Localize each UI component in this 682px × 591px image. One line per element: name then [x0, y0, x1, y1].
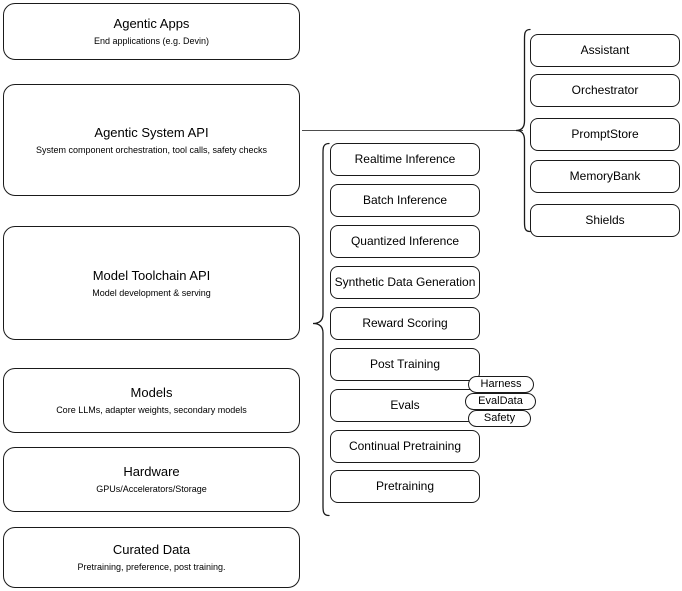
chip-synthetic-data-generation[interactable]: Synthetic Data Generation [330, 266, 480, 299]
chip-label: Realtime Inference [354, 152, 456, 166]
connector-line-agentic-system [302, 130, 523, 131]
chip-assistant[interactable]: Assistant [530, 34, 680, 67]
chip-label: Assistant [580, 43, 630, 57]
pill-safety[interactable]: Safety [468, 410, 531, 427]
chip-batch-inference[interactable]: Batch Inference [330, 184, 480, 217]
layer-title: Hardware [123, 464, 180, 479]
layer-title: Agentic Apps [113, 16, 190, 31]
pill-harness[interactable]: Harness [468, 376, 534, 393]
chip-label: Quantized Inference [350, 234, 460, 248]
chip-label: Shields [585, 213, 625, 227]
chip-label: Batch Inference [362, 193, 448, 207]
pill-label: Safety [483, 412, 516, 424]
layer-card-agentic-apps[interactable]: Agentic Apps End applications (e.g. Devi… [3, 3, 300, 60]
brace-model-toolchain-components [312, 142, 330, 517]
chip-pretraining[interactable]: Pretraining [330, 470, 480, 503]
layer-title: Agentic System API [94, 124, 209, 140]
chip-orchestrator[interactable]: Orchestrator [530, 74, 680, 107]
pill-evaldata[interactable]: EvalData [465, 393, 536, 410]
chip-label: PromptStore [571, 127, 639, 141]
chip-realtime-inference[interactable]: Realtime Inference [330, 143, 480, 176]
layer-subtitle: Model development & serving [92, 287, 211, 298]
layer-subtitle: End applications (e.g. Devin) [93, 36, 210, 46]
layer-subtitle: GPUs/Accelerators/Storage [96, 484, 207, 494]
layer-card-models[interactable]: Models Core LLMs, adapter weights, secon… [3, 368, 300, 433]
layer-title: Models [130, 385, 173, 400]
chip-label: Synthetic Data Generation [334, 275, 476, 289]
chip-label: Evals [390, 398, 420, 412]
layer-card-model-toolchain-api[interactable]: Model Toolchain API Model development & … [3, 226, 300, 340]
chip-evals[interactable]: Evals [330, 389, 480, 422]
chip-label: Continual Pretraining [348, 439, 462, 453]
layer-card-hardware[interactable]: Hardware GPUs/Accelerators/Storage [3, 447, 300, 512]
layer-subtitle: System component orchestration, tool cal… [35, 144, 268, 155]
layer-title: Model Toolchain API [92, 267, 211, 283]
chip-label: Reward Scoring [362, 316, 448, 330]
chip-label: MemoryBank [569, 169, 641, 183]
layer-title: Curated Data [112, 542, 191, 557]
pill-label: Harness [480, 378, 522, 390]
chip-memorybank[interactable]: MemoryBank [530, 160, 680, 193]
layer-card-agentic-system-api[interactable]: Agentic System API System component orch… [3, 84, 300, 196]
layer-subtitle: Pretraining, preference, post training. [77, 562, 226, 572]
brace-agentic-system-components [515, 28, 531, 233]
chip-continual-pretraining[interactable]: Continual Pretraining [330, 430, 480, 463]
chip-quantized-inference[interactable]: Quantized Inference [330, 225, 480, 258]
chip-shields[interactable]: Shields [530, 204, 680, 237]
layer-subtitle: Core LLMs, adapter weights, secondary mo… [56, 405, 247, 415]
chip-post-training[interactable]: Post Training [330, 348, 480, 381]
chip-label: Orchestrator [571, 83, 639, 97]
chip-label: Post Training [369, 357, 441, 371]
layer-card-curated-data[interactable]: Curated Data Pretraining, preference, po… [3, 527, 300, 588]
chip-label: Pretraining [375, 479, 435, 493]
pill-label: EvalData [478, 395, 523, 407]
chip-reward-scoring[interactable]: Reward Scoring [330, 307, 480, 340]
chip-promptstore[interactable]: PromptStore [530, 118, 680, 151]
